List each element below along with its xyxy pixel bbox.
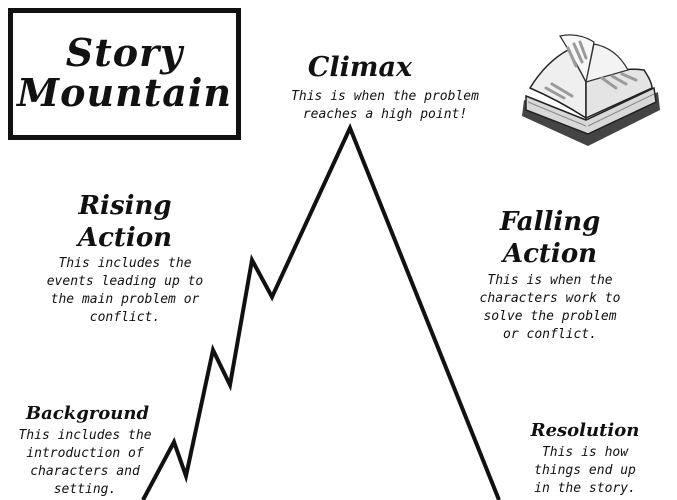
falling-desc-2: characters work to bbox=[479, 291, 621, 306]
resolution-title: Resolution bbox=[530, 420, 640, 441]
falling-desc-1: This is when the bbox=[487, 273, 613, 288]
title-line-2: Mountain bbox=[17, 70, 232, 115]
background-desc-1: This includes the bbox=[18, 428, 152, 443]
background-desc-4: setting. bbox=[53, 482, 117, 497]
title-line-1: Story bbox=[65, 30, 184, 75]
rising-title-1: Rising bbox=[78, 191, 172, 221]
resolution-desc-3: in the story. bbox=[534, 481, 636, 496]
resolution-desc-2: things end up bbox=[534, 463, 636, 478]
rising-title-2: Action bbox=[77, 223, 173, 253]
falling-title-2: Action bbox=[502, 239, 598, 269]
falling-desc-3: solve the problem bbox=[483, 309, 617, 324]
climax-desc-2: reaches a high point! bbox=[302, 107, 468, 122]
rising-desc-4: conflict. bbox=[89, 310, 161, 325]
title-box: Story Mountain bbox=[8, 8, 241, 140]
falling-desc-4: or conflict. bbox=[503, 327, 597, 342]
falling-title-1: Falling bbox=[499, 207, 601, 237]
climax-desc-1: This is when the problem bbox=[291, 89, 479, 104]
background-desc-2: introduction of bbox=[26, 446, 144, 461]
climax-title: Climax bbox=[307, 52, 413, 83]
resolution-desc-1: This is how bbox=[541, 445, 629, 460]
rising-desc-2: events leading up to bbox=[46, 274, 204, 289]
background-desc-3: characters and bbox=[30, 464, 140, 479]
open-book-icon bbox=[522, 34, 660, 146]
rising-desc-1: This includes the bbox=[58, 256, 192, 271]
background-title: Background bbox=[25, 403, 150, 424]
rising-desc-3: the main problem or bbox=[50, 292, 200, 307]
